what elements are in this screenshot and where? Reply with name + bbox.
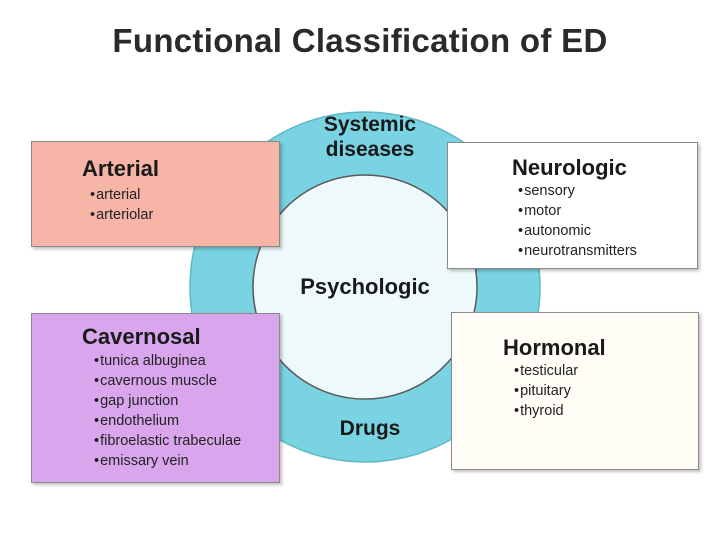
list-item: neurotransmitters	[518, 241, 637, 261]
arterial-list: arterial arteriolar	[90, 185, 153, 225]
arterial-heading: Arterial	[82, 156, 160, 181]
neurologic-box: Neurologic sensory motor autonomic neuro…	[447, 142, 698, 269]
hormonal-list: testicular pituitary thyroid	[514, 361, 578, 421]
list-item: emissary vein	[94, 451, 241, 471]
ring-label-systemic-diseases: Systemic diseases	[300, 112, 440, 162]
neurologic-list: sensory motor autonomic neurotransmitter…	[518, 181, 637, 261]
list-item: fibroelastic trabeculae	[94, 431, 241, 451]
arterial-box: Arterial arterial arteriolar	[31, 141, 280, 247]
inner-circle	[252, 174, 478, 400]
list-item: tunica albuginea	[94, 351, 241, 371]
list-item: autonomic	[518, 221, 637, 241]
ring-label-line: diseases	[325, 138, 415, 161]
list-item: gap junction	[94, 391, 241, 411]
center-label-psychologic: Psychologic	[300, 274, 430, 299]
ring-label-drugs: Drugs	[339, 417, 401, 440]
page-title: Functional Classification of ED	[112, 22, 608, 59]
list-item: motor	[518, 201, 637, 221]
hormonal-heading: Hormonal	[503, 335, 606, 360]
list-item: thyroid	[514, 401, 578, 421]
list-item: arteriolar	[90, 205, 153, 225]
neurologic-heading: Neurologic	[512, 155, 627, 180]
list-item: arterial	[90, 185, 153, 205]
cavernosal-box: Cavernosal tunica albuginea cavernous mu…	[31, 313, 280, 483]
list-item: pituitary	[514, 381, 578, 401]
list-item: cavernous muscle	[94, 371, 241, 391]
ring-label-line: Systemic	[323, 113, 417, 136]
list-item: sensory	[518, 181, 637, 201]
list-item: testicular	[514, 361, 578, 381]
hormonal-box: Hormonal testicular pituitary thyroid	[451, 312, 699, 470]
cavernosal-heading: Cavernosal	[82, 324, 201, 349]
cavernosal-list: tunica albuginea cavernous muscle gap ju…	[94, 351, 241, 471]
list-item: endothelium	[94, 411, 241, 431]
